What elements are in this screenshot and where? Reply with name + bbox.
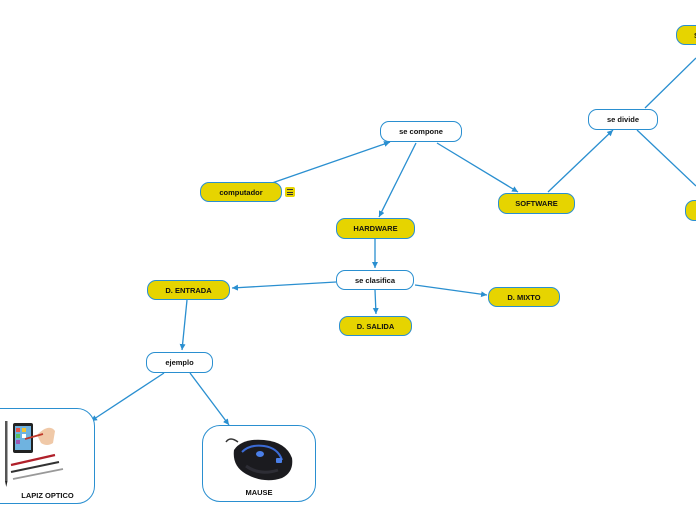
node-se-compone[interactable]: se compone: [380, 121, 462, 142]
node-label: computador: [219, 187, 263, 197]
node-se-divide[interactable]: se divide: [588, 109, 658, 130]
node-label: se divide: [606, 115, 640, 124]
edge-dentrada-ejemplo: [179, 299, 188, 351]
node-lapiz-optico[interactable]: LAPIZ OPTICO: [0, 408, 95, 504]
node-label: se compone: [399, 127, 443, 136]
node-label: HARDWARE: [353, 224, 398, 233]
edge-ejemplo-mause: [189, 372, 230, 426]
node-se-clasifica[interactable]: se clasifica: [336, 270, 414, 290]
edge-seclasifica-dmixto: [414, 284, 488, 298]
edge-software-sedivide: [547, 129, 614, 193]
edge-seclasifica-dentrada: [231, 281, 337, 291]
tablet-stylus-image: [5, 421, 64, 487]
node-cut-right[interactable]: [685, 200, 696, 221]
note-icon[interactable]: [285, 187, 295, 197]
edge-sedivide-topright: [644, 57, 696, 109]
node-label: LAPIZ OPTICO: [21, 491, 74, 500]
node-hardware[interactable]: HARDWARE: [336, 218, 415, 239]
node-label: se clasifica: [354, 275, 396, 285]
node-label: D. SALIDA: [356, 321, 395, 331]
edge-sedivide-right: [636, 129, 696, 187]
node-label: S: [694, 31, 696, 40]
node-label: MAUSE: [245, 488, 273, 497]
node-computador[interactable]: computador: [200, 182, 282, 202]
node-label: D. ENTRADA: [165, 285, 212, 295]
edge-secompone-hardware: [378, 142, 417, 218]
node-label: SOFTWARE: [515, 199, 558, 208]
edge-secompone-software: [436, 142, 519, 193]
node-mause[interactable]: MAUSE: [202, 425, 316, 502]
edge-computador-secompone: [271, 141, 391, 184]
gaming-mouse-image: [225, 438, 293, 481]
node-software[interactable]: SOFTWARE: [498, 193, 575, 214]
node-label: D. MIXTO: [507, 292, 541, 302]
node-d-salida[interactable]: D. SALIDA: [339, 316, 412, 336]
edge-seclasifica-dsalida: [372, 289, 379, 315]
node-d-entrada[interactable]: D. ENTRADA: [147, 280, 230, 300]
node-label: ejemplo: [165, 358, 194, 367]
node-cut-top-right[interactable]: S: [676, 25, 696, 45]
node-ejemplo[interactable]: ejemplo: [146, 352, 213, 373]
edge-ejemplo-lapiz: [90, 372, 165, 422]
node-d-mixto[interactable]: D. MIXTO: [488, 287, 560, 307]
